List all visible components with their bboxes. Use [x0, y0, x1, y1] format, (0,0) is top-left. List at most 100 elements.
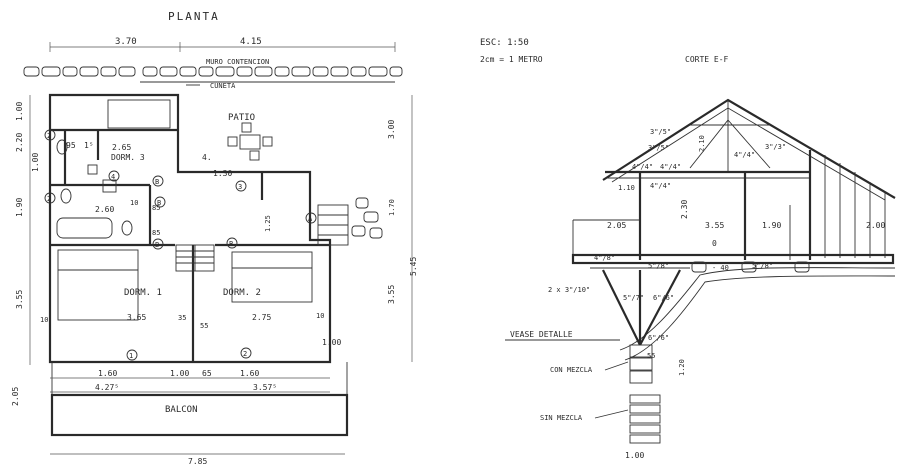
- section-dim: 1.10: [618, 184, 635, 192]
- section-dim: 2.10: [698, 135, 706, 152]
- house-outline: [48, 93, 332, 364]
- dim-right: 1.70: [388, 199, 396, 216]
- section-dim: - 40: [712, 264, 729, 272]
- dim-interior: 3.65: [127, 313, 146, 322]
- dim-bottom: 1.60: [98, 369, 117, 378]
- dim-top-right: 4.15: [240, 37, 262, 47]
- dim-right: 5.45: [409, 257, 418, 276]
- section-title: CORTE E-F: [685, 55, 729, 64]
- section-dim: 4"/4": [660, 163, 681, 171]
- svg-text:B: B: [229, 240, 233, 248]
- plan-title: PLANTA: [168, 10, 220, 23]
- dim-interior: 85: [152, 204, 160, 212]
- staircase: [175, 244, 215, 272]
- room-label-dorm1: DORM. 1: [124, 288, 162, 298]
- retaining-wall-label: MURO CONTENCION: [206, 58, 269, 66]
- dim-left-2: 2.20: [15, 133, 24, 152]
- section-dim: 2.05: [607, 221, 626, 230]
- dim-left-1: 1.00: [15, 102, 24, 121]
- svg-text:B: B: [157, 199, 161, 207]
- section-dim: 6"/6": [653, 294, 674, 302]
- dim-bottom2: 4.27⁵: [95, 383, 119, 392]
- bed-icon: [231, 251, 313, 303]
- main-floor-beam: [571, 253, 895, 265]
- section-dim: 3"/5": [650, 128, 671, 136]
- section-dim: 5"/7": [623, 294, 644, 302]
- dim-right: 3.55: [387, 285, 396, 304]
- roof-strut: [689, 119, 729, 169]
- footing-icon: [691, 261, 707, 273]
- fixture-icon: [87, 164, 98, 175]
- section-dim: 4"/4": [650, 182, 671, 190]
- svg-text:B: B: [155, 241, 159, 249]
- dim-left-3: 1.00: [31, 153, 40, 172]
- dim-interior: 2.65: [112, 143, 131, 152]
- section-dim: 55: [647, 352, 655, 360]
- dim-bottom2: 3.57⁵: [253, 383, 277, 392]
- retaining-wall: [23, 66, 403, 77]
- see-detail-note: VEASE DETALLE: [510, 330, 573, 339]
- dim-interior: 10: [130, 199, 138, 207]
- dim-interior: 2.75: [252, 313, 271, 322]
- dim-bottom: 1.00: [170, 369, 189, 378]
- dim-left-6: 2.05: [11, 387, 20, 406]
- room-label-dorm2: DORM. 2: [223, 288, 261, 298]
- dim-interior: 95: [66, 141, 76, 150]
- dim-interior: 35: [178, 314, 186, 322]
- roof-strut: [727, 119, 771, 169]
- section-dim: 6"/6": [648, 334, 669, 342]
- section-dim: 2 x 3"/10": [548, 286, 590, 294]
- dim-interior: 1.00: [322, 338, 341, 347]
- roof-outline: [602, 98, 896, 199]
- patio-label: PATIO: [228, 113, 255, 123]
- section-dim: 3"/3": [765, 143, 786, 151]
- entry-steps: [317, 197, 383, 246]
- section-drawing: ESC: 1:50 2cm = 1 METRO CORTE E-F: [480, 38, 896, 460]
- dim-interior: 1.30: [213, 169, 232, 178]
- dim-interior: 4.: [202, 153, 212, 162]
- bed-icon: [107, 99, 171, 129]
- dim-interior: 1.25: [264, 215, 272, 232]
- svg-text:1: 1: [129, 352, 133, 360]
- floor-plan: PLANTA 3.70 4.15: [11, 10, 418, 466]
- balcony-outline: [50, 393, 349, 437]
- section-dim: 0: [712, 239, 717, 248]
- section-dim: 3.55: [705, 221, 724, 230]
- ditch-label: CUNETA: [210, 82, 236, 90]
- dim-interior: 2.60: [95, 205, 114, 214]
- footing-icon: [794, 261, 810, 273]
- dim-interior: 55: [200, 322, 208, 330]
- svg-text:A: A: [308, 215, 313, 223]
- balcony-label: BALCON: [165, 405, 198, 415]
- with-mix-note: CON MEZCLA: [550, 366, 593, 374]
- footing-icon: [741, 261, 757, 273]
- section-dim: 1.20: [678, 359, 686, 376]
- leader-line: [594, 409, 629, 419]
- sink-icon: [102, 179, 117, 193]
- stilt: [602, 269, 641, 346]
- sink-icon: [121, 220, 133, 236]
- section-dim: 1.90: [762, 221, 781, 230]
- bed-icon: [57, 249, 139, 321]
- dim-left-4: 1.90: [15, 198, 24, 217]
- dim-left-5: 3.55: [15, 290, 24, 309]
- dim-right: 3.00: [387, 120, 396, 139]
- svg-text:B: B: [155, 178, 159, 186]
- section-dim: 5"/8": [648, 262, 669, 270]
- dim-total: 7.85: [188, 457, 207, 466]
- section-dim: 5"/8": [752, 262, 773, 270]
- section-dim: 1.00: [625, 451, 644, 460]
- dim-interior: 10: [316, 312, 324, 320]
- dim-interior: 85: [152, 229, 160, 237]
- scale-label: ESC: 1:50: [480, 38, 529, 48]
- patio-furniture-icon: [227, 122, 273, 161]
- svg-text:2: 2: [47, 195, 51, 203]
- section-markers: B B B B 1 2 3 4 A 2 2: [44, 129, 317, 361]
- section-dim: 2.30: [680, 200, 689, 219]
- section-dim: 3"/5": [648, 144, 669, 152]
- section-dim: 4"/8": [594, 254, 615, 262]
- section-dim: 4"/4": [734, 151, 755, 159]
- svg-text:2: 2: [47, 132, 51, 140]
- scale-note: 2cm = 1 METRO: [480, 55, 543, 64]
